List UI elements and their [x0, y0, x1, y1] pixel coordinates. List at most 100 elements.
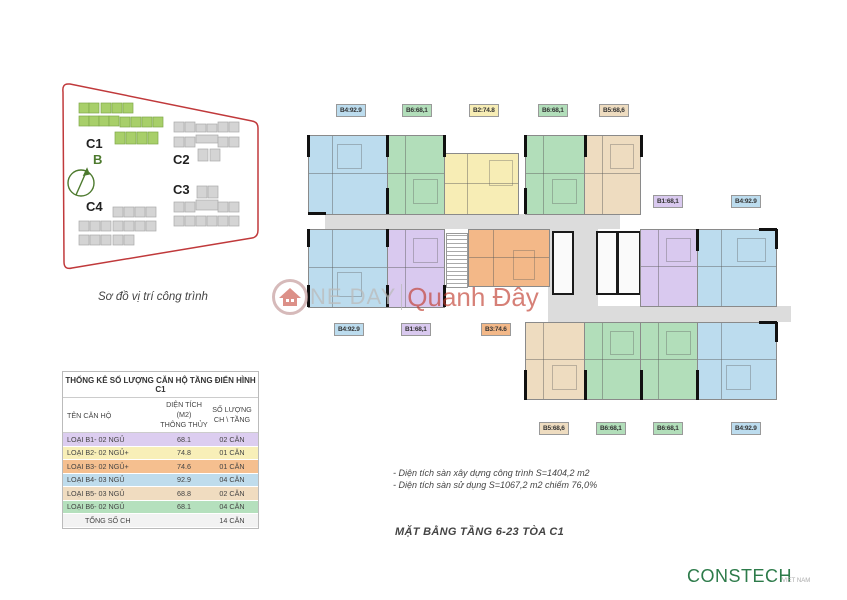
wall	[696, 370, 699, 400]
wall	[307, 135, 310, 157]
row-count: 01 CĂN	[219, 448, 245, 458]
wall	[759, 321, 777, 324]
wall	[775, 229, 778, 249]
wall	[524, 135, 527, 157]
wall	[307, 285, 310, 307]
stats-total-row: TỔNG SỐ CH 14 CĂN	[63, 514, 258, 528]
building-c4-label: C4	[86, 199, 103, 214]
wall	[443, 135, 446, 157]
wall	[386, 285, 389, 307]
stats-row-b5: LOẠI B5- 03 NGỦ 68.8 02 CĂN	[63, 487, 258, 501]
header-area-line2: THÔNG THỦY	[160, 420, 208, 429]
header-count-line2: CH \ TẦNG	[213, 415, 251, 424]
unit-b6-top-2[interactable]	[525, 135, 585, 215]
unit-b6-bottom-1[interactable]	[584, 322, 641, 400]
corridor-upper	[325, 214, 620, 229]
wall	[386, 229, 389, 247]
unit-b4-right[interactable]	[697, 229, 777, 307]
row-count: 04 CĂN	[219, 475, 245, 485]
house-logo-icon	[272, 279, 308, 315]
header-area: DIỆN TÍCH (M2) THÔNG THỦY	[158, 400, 210, 430]
tag-b6-top-1: B6:68,1	[402, 104, 432, 117]
stats-row-b4: LOẠI B4- 03 NGỦ 92.9 04 CĂN	[63, 473, 258, 487]
row-name: LOẠI B4- 03 NGỦ	[67, 475, 125, 485]
unit-b4-top[interactable]	[308, 135, 388, 215]
header-area-line1: DIỆN TÍCH (M2)	[166, 400, 202, 419]
compass-label: B	[93, 152, 103, 167]
stats-row-b3: LOẠI B3- 02 NGỦ+ 74.6 01 CĂN	[63, 460, 258, 474]
stats-row-b2: LOẠI B2- 02 NGỦ+ 74.8 01 CĂN	[63, 446, 258, 460]
unit-b5-top[interactable]	[584, 135, 641, 215]
corridor-lower	[548, 306, 791, 322]
stats-header-row: TÊN CĂN HỘ DIỆN TÍCH (M2) THÔNG THỦY SỐ …	[63, 398, 258, 433]
unit-b6-bottom-2[interactable]	[640, 322, 698, 400]
tag-b6-top-2: B6:68,1	[538, 104, 568, 117]
wall	[640, 370, 643, 400]
site-boundary-svg	[62, 83, 259, 270]
tag-b5-top: B5:68,6	[599, 104, 629, 117]
building-c1-label: C1	[86, 136, 103, 151]
stats-title: THỐNG KÊ SỐ LƯỢNG CĂN HỘ TẦNG ĐIỂN HÌNH …	[63, 372, 258, 398]
row-count: 02 CĂN	[219, 434, 245, 444]
row-area: 68.1	[177, 434, 191, 444]
row-name: LOẠI B1- 02 NGỦ	[67, 434, 125, 444]
row-count: 04 CĂN	[219, 502, 245, 512]
tag-b4-bottom: B4:92.9	[731, 422, 761, 435]
building-c1-shape	[78, 102, 164, 145]
wall	[759, 228, 777, 231]
watermark-separator	[401, 284, 403, 310]
header-count-line1: SỐ LƯỢNG	[212, 405, 252, 414]
wall	[307, 229, 310, 247]
tag-b1-mid: B1:68,1	[401, 323, 431, 336]
total-count: 14 CĂN	[219, 515, 245, 525]
unit-b4-bottom[interactable]	[697, 322, 777, 400]
wall	[386, 188, 389, 214]
tag-b6-bottom-2: B6:68,1	[653, 422, 683, 435]
row-area: 68.8	[177, 488, 191, 498]
row-count: 02 CĂN	[219, 488, 245, 498]
stairwell-left	[446, 233, 468, 288]
tag-b2-top: B2:74.8	[469, 104, 499, 117]
unit-b3-mid[interactable]	[468, 229, 550, 287]
unit-b1-right[interactable]	[640, 229, 698, 307]
constech-logo: CONSTECH	[687, 566, 793, 586]
unit-b6-top-1[interactable]	[387, 135, 445, 215]
wall	[640, 135, 643, 157]
unit-b1-mid[interactable]	[387, 229, 445, 308]
building-c2-shape	[173, 121, 240, 162]
watermark-brand: Quanh Đây	[407, 281, 539, 312]
wall	[584, 135, 587, 157]
tag-b6-bottom-1: B6:68,1	[596, 422, 626, 435]
wall	[308, 212, 326, 215]
row-area: 74.8	[177, 448, 191, 458]
house-icon	[279, 288, 301, 306]
unit-b5-bottom[interactable]	[525, 322, 585, 400]
wall	[386, 135, 389, 157]
stats-row-b6: LOẠI B6- 02 NGỦ 68.1 04 CĂN	[63, 500, 258, 514]
wall	[584, 370, 587, 400]
row-count: 01 CĂN	[219, 461, 245, 471]
building-c2-label: C2	[173, 152, 190, 167]
elevator-core-left	[552, 231, 574, 295]
row-area: 68.1	[177, 502, 191, 512]
floor-plan-title: MẶT BẰNG TẦNG 6-23 TÒA C1	[395, 526, 565, 538]
elevator-core-mid	[596, 231, 618, 295]
note-construction-area: - Diện tích sàn xây dựng công trình S=14…	[393, 468, 590, 478]
building-c4-shape	[78, 206, 157, 246]
unit-b2-top[interactable]	[444, 153, 519, 215]
tag-b4-top: B4:92.9	[336, 104, 366, 117]
constech-logo-sub: VIET NAM	[782, 578, 811, 584]
site-map-caption: Sơ đồ vị trí công trình	[98, 291, 208, 303]
unit-b4-mid[interactable]	[308, 229, 388, 308]
wall	[524, 188, 527, 214]
row-name: LOẠI B6- 02 NGỦ	[67, 502, 125, 512]
header-count: SỐ LƯỢNG CH \ TẦNG	[210, 405, 254, 425]
tag-b4-right: B4:92.9	[731, 195, 761, 208]
building-c3-label: C3	[173, 182, 190, 197]
building-c3-shape	[173, 185, 240, 227]
tag-b5-bottom: B5:68,6	[539, 422, 569, 435]
row-area: 74.6	[177, 461, 191, 471]
row-name: LOẠI B2- 02 NGỦ+	[67, 448, 129, 458]
row-name: LOẠI B5- 03 NGỦ	[67, 488, 125, 498]
apartment-stats-table: THỐNG KÊ SỐ LƯỢNG CĂN HỘ TẦNG ĐIỂN HÌNH …	[62, 371, 259, 529]
